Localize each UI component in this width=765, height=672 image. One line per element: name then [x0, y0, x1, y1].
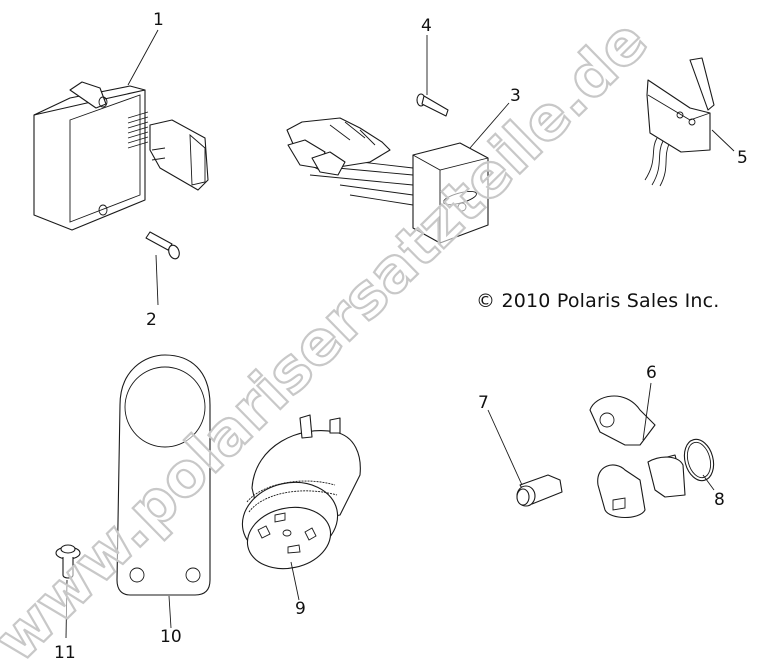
copyright-notice: © 2010 Polaris Sales Inc.: [476, 290, 720, 312]
callout-6: 6: [646, 363, 657, 383]
part-7-bolt: [516, 474, 563, 507]
callout-10: 10: [160, 627, 182, 647]
part-11-screw: [55, 544, 81, 579]
callout-8: 8: [714, 490, 725, 510]
callout-9: 9: [295, 599, 306, 619]
part-1-module: [33, 81, 209, 231]
leader-lines: [65, 29, 735, 639]
part-10-bracket: [116, 354, 211, 596]
callout-4: 4: [421, 16, 432, 36]
callout-7: 7: [478, 393, 489, 413]
callout-numbers: 1 2 3 4 5 6 7 8 9 10 11: [54, 10, 748, 663]
part-6-sensor: [589, 395, 686, 519]
part-9-horn: [241, 414, 361, 570]
callout-3: 3: [510, 86, 521, 106]
callout-1: 1: [153, 10, 164, 30]
part-4-pin: [416, 93, 449, 117]
callout-11: 11: [54, 643, 76, 663]
part-3-harness: [286, 117, 489, 244]
callout-2: 2: [146, 310, 157, 330]
part-8-o-ring: [683, 438, 715, 482]
callout-5: 5: [737, 148, 748, 168]
part-2-pin: [145, 231, 180, 260]
part-5-switch: [644, 57, 715, 187]
